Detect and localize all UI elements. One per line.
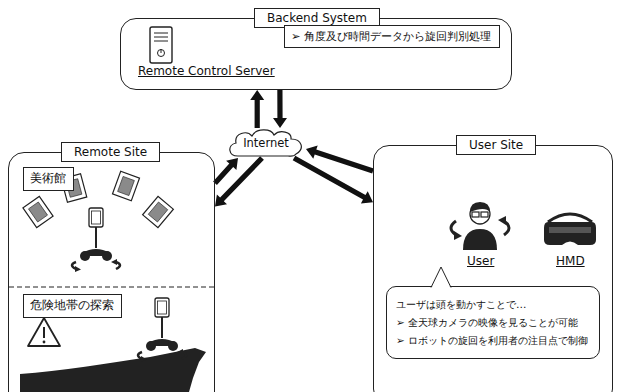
connector-arrow <box>213 158 238 185</box>
hmd-icon <box>544 214 596 245</box>
process-callout: ➢ 角度及び時間データから旋回判別処理 <box>284 25 500 48</box>
node-text: ユーザは頭を動かすことで… <box>396 296 590 314</box>
connector-arrow <box>215 156 264 206</box>
connector-arrow <box>293 156 373 204</box>
node-text: ➢ ロボットの旋回を利用者の注目点で制御 <box>396 332 590 350</box>
cliff-ground <box>20 348 206 392</box>
bubble-tail <box>427 266 457 289</box>
speech-bubble: ユーザは頭を動かすことで…➢ 全天球カメラの映像を見ることが可能➢ ロボットの旋… <box>386 286 600 359</box>
user-label: User <box>467 254 494 268</box>
region-heading: User Site <box>456 135 536 155</box>
node-text: Internet <box>243 136 289 150</box>
cliff-robot <box>138 298 186 362</box>
divider-line <box>9 287 214 288</box>
server-label: Remote Control Server <box>138 64 275 78</box>
backend-region: Backend System➢ 角度及び時間データから旋回判別処理 <box>120 18 512 90</box>
museum-robot <box>72 208 120 272</box>
user-icon <box>451 202 509 250</box>
remote-region: Remote Site美術館危険地帯の探索 <box>8 152 215 392</box>
connector-arrow <box>250 90 264 128</box>
node-text: ➢ 角度及び時間データから旋回判別処理 <box>291 29 493 44</box>
region-heading: Remote Site <box>61 142 160 162</box>
node-text: 美術館 <box>30 171 67 187</box>
internet-cloud: Internet <box>226 128 306 158</box>
warning-sign <box>28 318 60 346</box>
node-text: ➢ 全天球カメラの映像を見ることが可能 <box>396 314 590 332</box>
user-region: User Siteユーザは頭を動かすことで…➢ 全天球カメラの映像を見ることが可… <box>373 145 613 392</box>
area-tag: 美術館 <box>23 167 74 191</box>
hmd-label: HMD <box>556 254 585 268</box>
server-icon <box>150 27 172 63</box>
area-tag: 危険地帯の探索 <box>23 294 122 318</box>
node-text: 危険地帯の探索 <box>30 298 115 314</box>
connector-arrow <box>273 90 287 128</box>
